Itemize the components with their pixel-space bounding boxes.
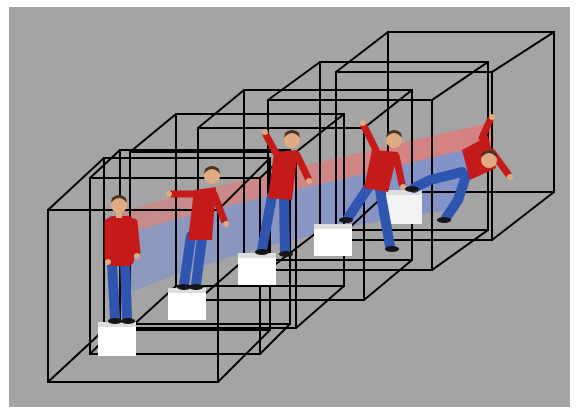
support-block-5 xyxy=(386,190,422,224)
support-block-4 xyxy=(314,224,352,256)
support-block-3 xyxy=(238,253,276,285)
support-block-2 xyxy=(168,288,206,320)
person-pose-tilting xyxy=(339,120,406,252)
person-pose-arms-raised xyxy=(255,129,312,257)
person-pose-falling xyxy=(405,114,513,223)
person-pose-leaning xyxy=(166,166,229,290)
wire-cube-1 xyxy=(47,157,271,383)
person-pose-upright xyxy=(104,195,141,324)
support-block-1 xyxy=(98,322,136,356)
